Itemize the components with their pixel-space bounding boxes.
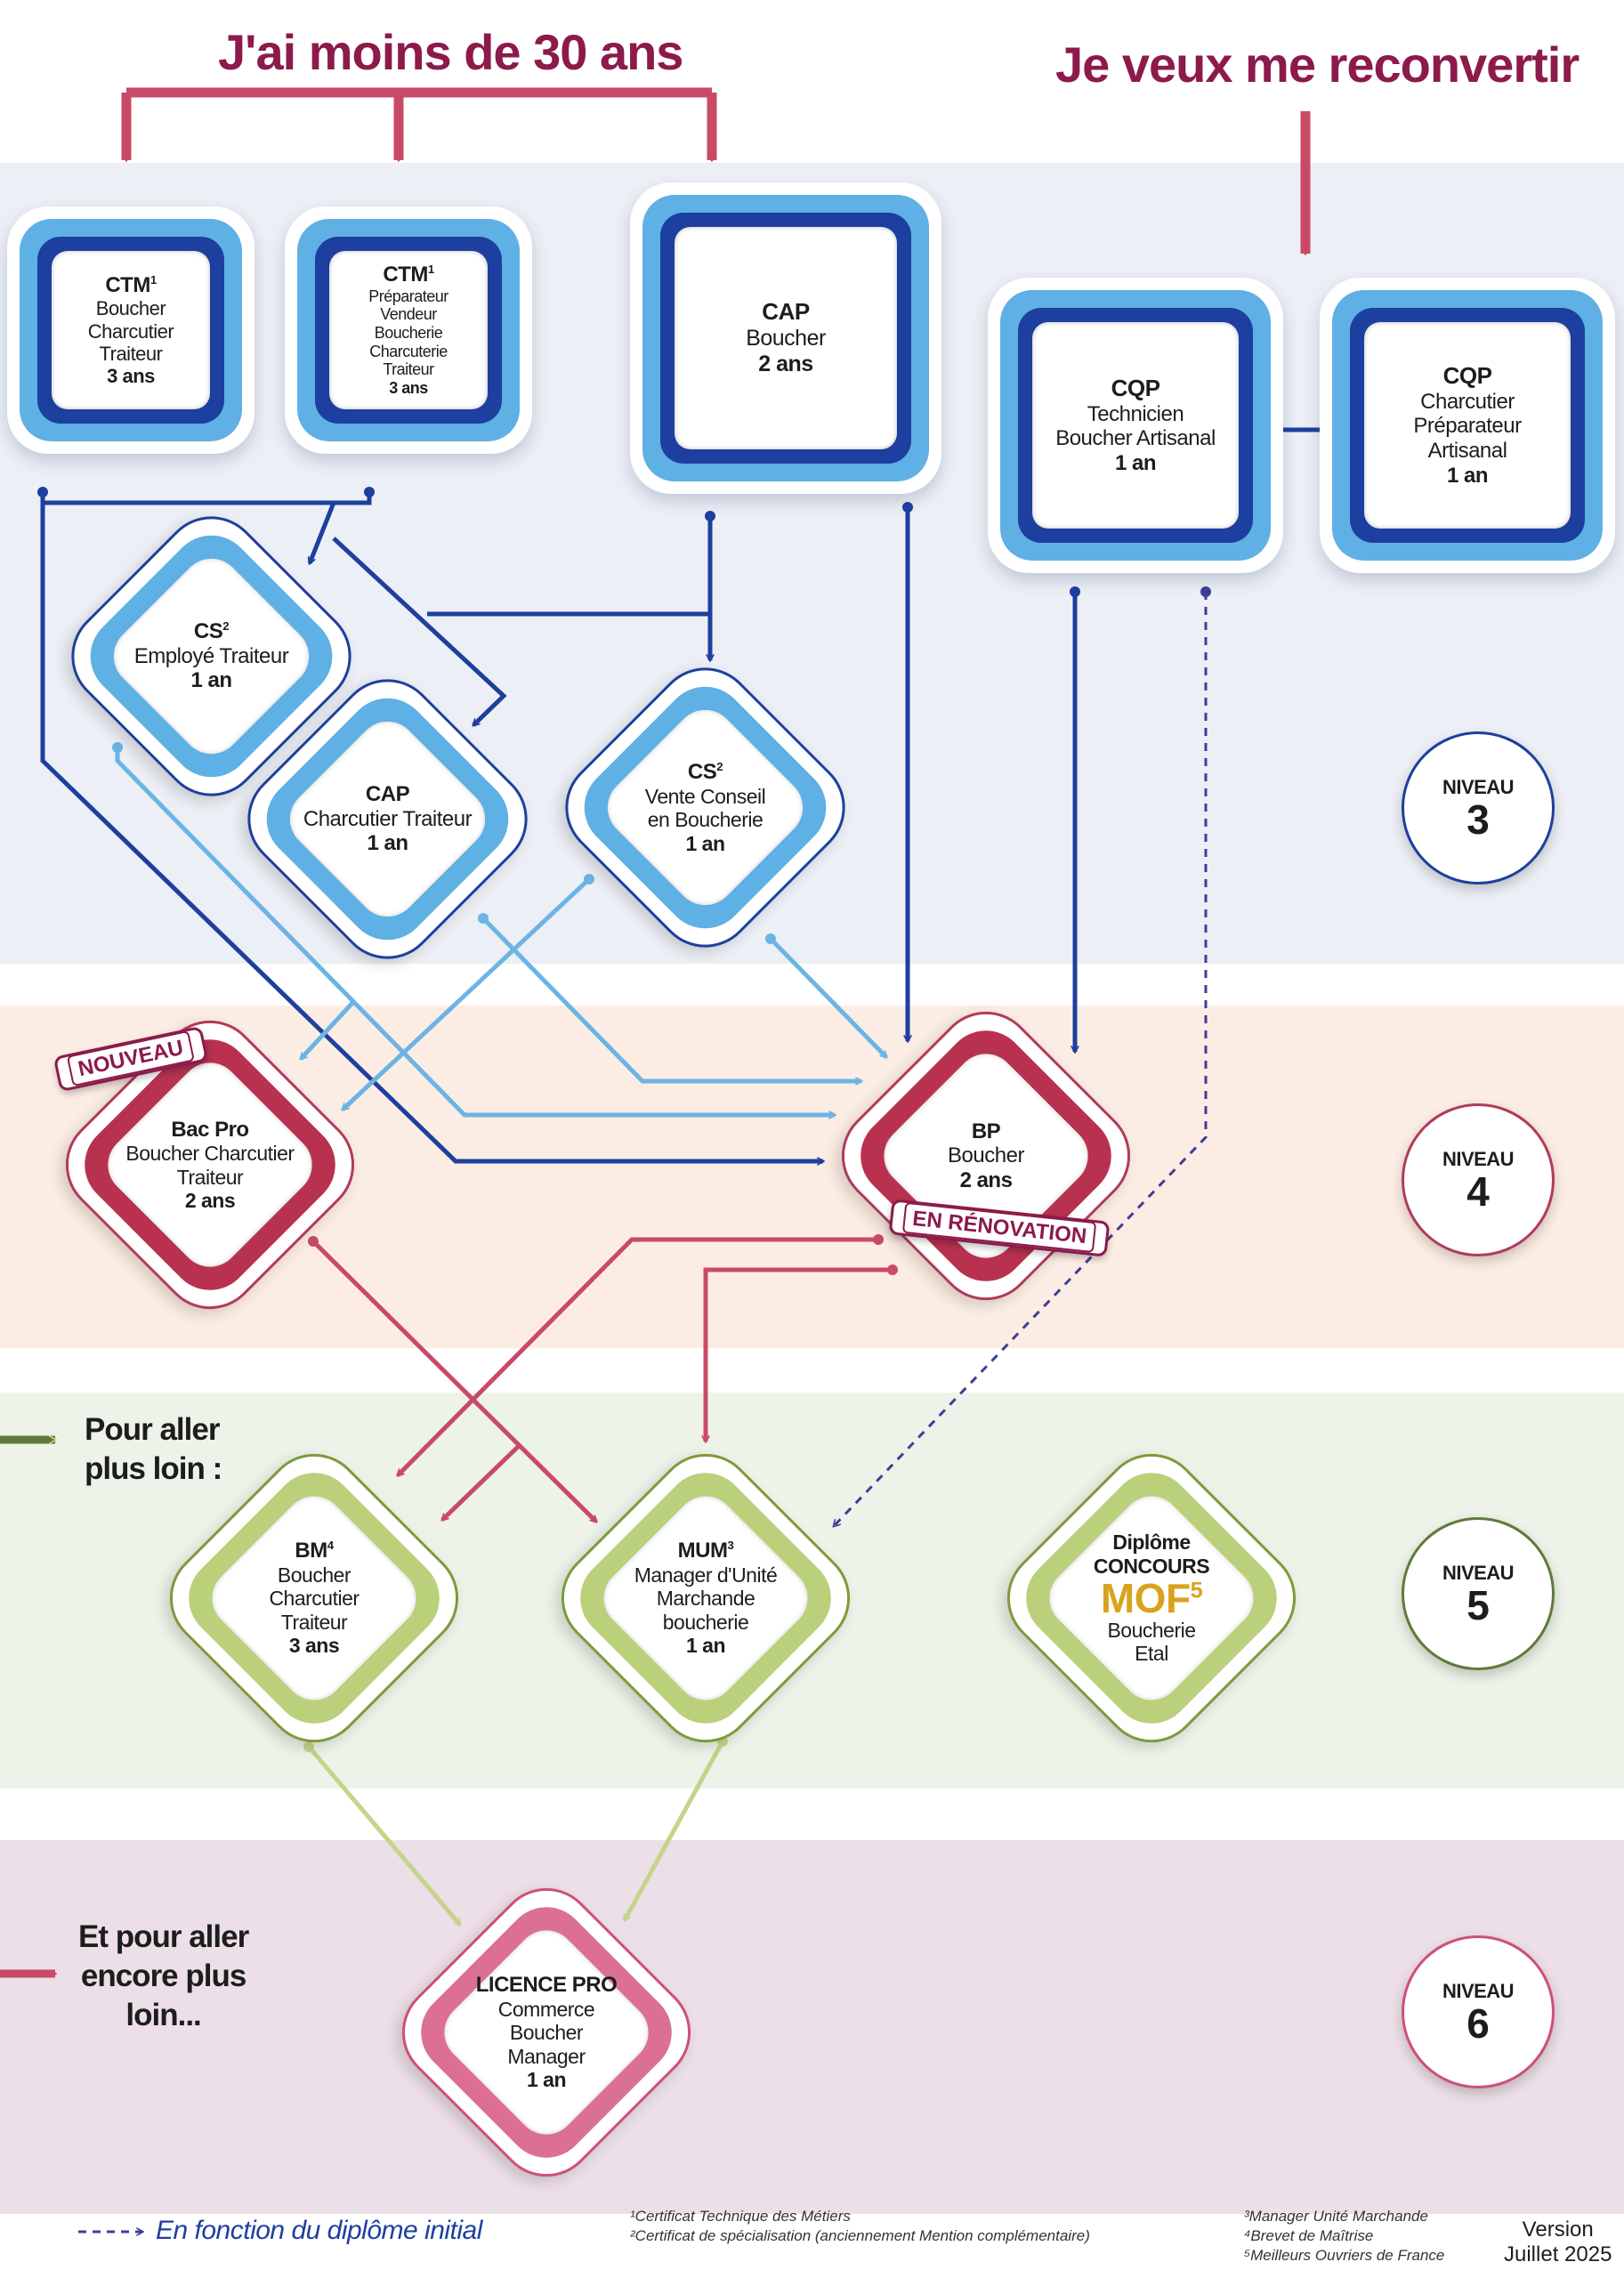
arrow-ctm-to-bp — [40, 492, 823, 1161]
node-cqp-technicien: CQP Technicien Boucher Artisanal 1 an — [988, 278, 1283, 573]
legend-dashed-label: En fonction du diplôme initial — [156, 2216, 482, 2245]
node-cap-charcutier-traiteur: CAP Charcutier Traiteur 1 an — [227, 658, 548, 980]
node-cs-employe-traiteur: CS2 Employé Traiteur 1 an — [51, 496, 372, 817]
version-info: Version Juillet 2025 — [1504, 2217, 1612, 2266]
side-further-more: Et pour aller encore plus loin... — [78, 1919, 249, 2032]
arrow-bp-to-mum — [706, 1267, 893, 1442]
node-bm: BM4 Boucher Charcutier Traiteur 3 ans — [149, 1433, 480, 1764]
node-cqp-charcutier: CQP Charcutier Préparateur Artisanal 1 a… — [1320, 278, 1615, 573]
node-bp-boucher: BP Boucher 2 ans — [820, 990, 1151, 1321]
node-mof: Diplôme CONCOURS MOF5 Boucherie Etal — [986, 1433, 1317, 1764]
arrow-bp-to-bm — [398, 1237, 878, 1475]
side-further: Pour aller plus loin : — [85, 1412, 222, 1486]
arrow-mum-to-licence — [622, 1740, 725, 1920]
footnotes-right: ³Manager Unité Marchande ⁴Brevet de Maît… — [1244, 2208, 1445, 2265]
arrow-cap-charcutier-to-bp — [481, 917, 861, 1081]
arrow-bacpro-to-mum — [311, 1240, 596, 1522]
node-ctm-boucher: CTM1 Boucher Charcutier Traiteur 3 ans — [7, 206, 255, 454]
footnotes-left: ¹Certificat Technique des Métiers ²Certi… — [630, 2208, 1090, 2245]
node-licence-pro: LICENCE PRO Commerce Boucher Manager 1 a… — [381, 1867, 712, 2198]
node-bac-pro: Bac Pro Boucher Charcutier Traiteur 2 an… — [44, 999, 376, 1330]
arrow-cs-vente-to-bacpro — [343, 877, 591, 1111]
header-under-30: J'ai moins de 30 ans — [218, 24, 683, 80]
arrow-cqp-dashed-to-mum — [834, 592, 1208, 1526]
node-ctm-preparateur: CTM1 Préparateur Vendeur Boucherie Charc… — [285, 206, 532, 454]
arrow-cs-traiteur-to-bacpro — [299, 999, 356, 1059]
node-cs-vente-conseil: CS2 Vente Conseil en Boucherie 1 an — [545, 647, 866, 968]
band-niveau-6 — [0, 1840, 1624, 2214]
node-mum: MUM3 Manager d'Unité Marchande boucherie… — [540, 1433, 871, 1764]
arrow-cs-vente-to-bp — [769, 937, 886, 1057]
arrow-cs-traiteur-to-cap-charcutier — [332, 537, 507, 725]
node-cap-boucher: CAP Boucher 2 ans — [630, 182, 941, 494]
arrow-cs-traiteur-to-bp — [115, 747, 835, 1115]
header-career-change: Je veux me reconvertir — [1055, 36, 1580, 93]
arrow-branch-to-bm — [442, 1444, 521, 1520]
header-left-bracket — [121, 87, 717, 160]
arrow-bm-to-licence — [307, 1745, 462, 1925]
